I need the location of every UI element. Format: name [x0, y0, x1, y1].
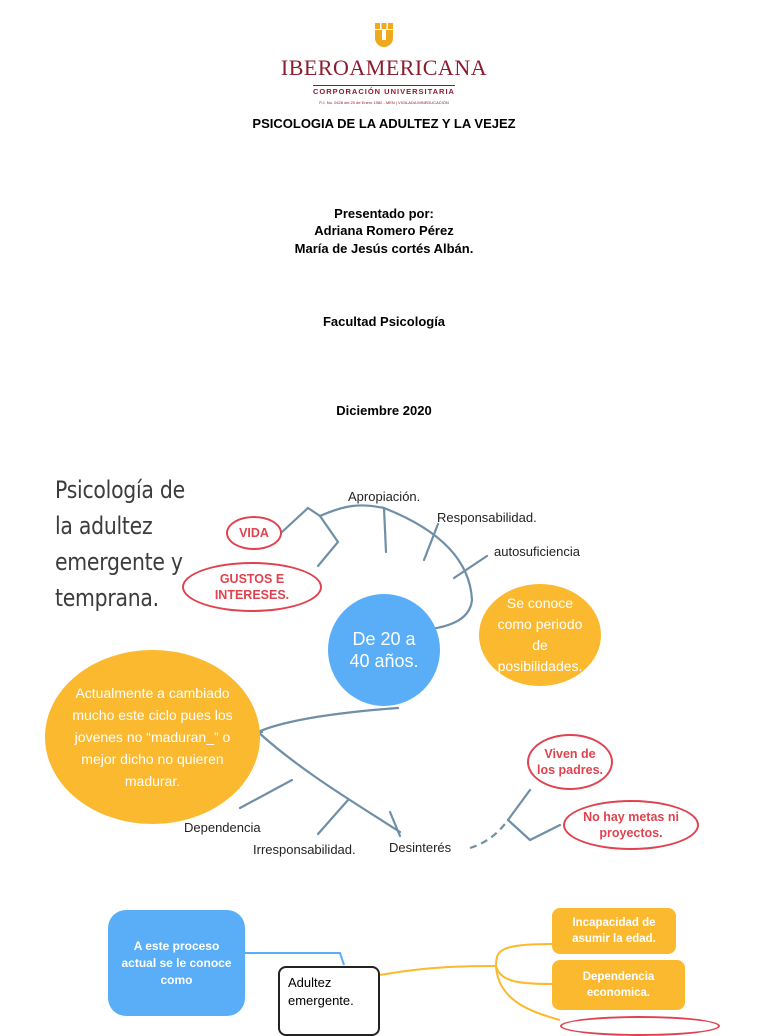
center-age-circle: De 20 a 40 años. — [328, 594, 440, 706]
possibilities-circle: Se conoce como periodo de posibilidades. — [479, 584, 601, 686]
branch-irresponsabilidad: Irresponsabilidad. — [253, 842, 356, 857]
branch-desinteres: Desinterés — [389, 840, 451, 855]
oval-no-metas: No hay metas ni proyectos. — [563, 800, 699, 850]
current-cycle-circle: Actualmente a cambiado mucho este ciclo … — [45, 650, 260, 824]
oval-viven-padres: Viven de los padres. — [527, 734, 613, 790]
adultez-emergente-box: Adultez emergente. — [278, 966, 380, 1036]
branch-responsabilidad: Responsabilidad. — [437, 510, 537, 525]
dependencia-economica-box: Dependencia economica. — [552, 960, 685, 1010]
branch-autosuficiencia: autosuficiencia — [494, 544, 580, 559]
incapacidad-box: Incapacidad de asumir la edad. — [552, 908, 676, 954]
mindmap-title: Psicología de la adultez emergente y tem… — [55, 472, 200, 616]
partial-red-oval — [560, 1016, 720, 1036]
oval-vida: VIDA — [226, 516, 282, 550]
process-box: A este proceso actual se le conoce como — [108, 910, 245, 1016]
branch-dependencia: Dependencia — [184, 820, 261, 835]
branch-apropiacion: Apropiación. — [348, 489, 420, 504]
oval-gustos-intereses: GUSTOS E INTERESES. — [182, 562, 322, 612]
